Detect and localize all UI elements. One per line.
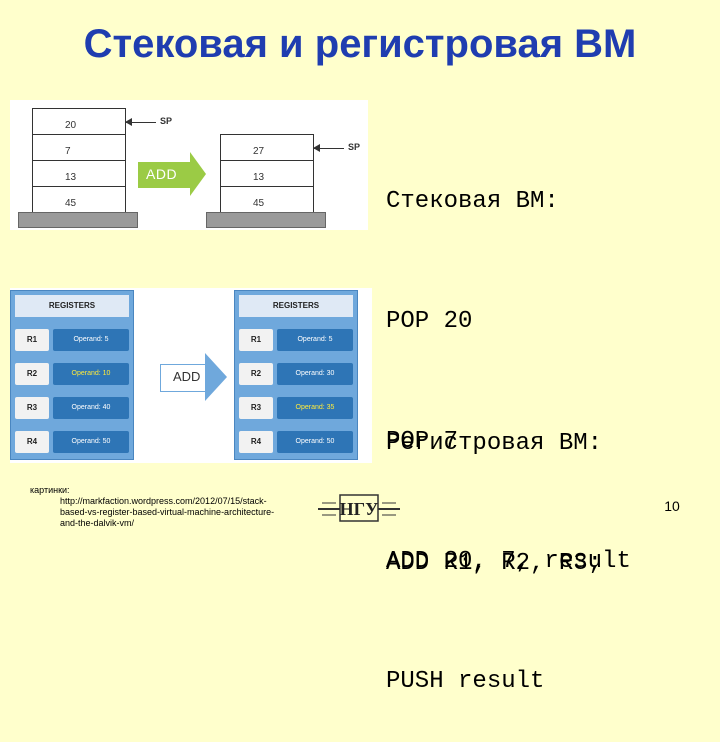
stack-base <box>206 212 326 228</box>
register-row: R1 Operand: 5 <box>15 329 129 351</box>
stack-cell: 13 <box>221 161 313 187</box>
register-value: Operand: 5 <box>53 329 129 351</box>
stack-cell: 20 <box>33 109 125 135</box>
register-name: R4 <box>15 431 49 453</box>
register-name: R4 <box>239 431 273 453</box>
add-label: ADD <box>173 369 201 384</box>
credits-url[interactable]: based-vs-register-based-virtual-machine-… <box>60 507 275 517</box>
code-line: Стековая ВМ: <box>386 188 559 215</box>
stack-base <box>18 212 138 228</box>
page-number: 10 <box>664 498 680 514</box>
register-value: Operand: 5 <box>277 329 353 351</box>
register-row: R4 Operand: 50 <box>239 431 353 453</box>
add-arrow: ADD <box>138 152 206 196</box>
register-name: R1 <box>239 329 273 351</box>
register-value: Operand: 50 <box>277 431 353 453</box>
register-value: Operand: 50 <box>53 431 129 453</box>
logo-text: НГУ <box>340 499 379 519</box>
register-name: R1 <box>15 329 49 351</box>
credits-url[interactable]: and-the-dalvik-vm/ <box>60 518 135 528</box>
slide-title: Стековая и регистровая ВМ <box>83 22 637 66</box>
register-value: Operand: 10 <box>53 363 129 385</box>
register-row: R1 Operand: 5 <box>239 329 353 351</box>
code-line: POP 20 <box>386 308 473 335</box>
register-panel-before: REGISTERS R1 Operand: 5 R2 Operand: 10 R… <box>10 290 134 460</box>
sp-label: SP <box>160 116 173 126</box>
registers-header: REGISTERS <box>239 295 353 317</box>
credits-url[interactable]: http://markfaction.wordpress.com/2012/07… <box>60 496 267 506</box>
register-row: R2 Operand: 30 <box>239 363 353 385</box>
stack-cell: 7 <box>33 135 125 161</box>
register-row: R2 Operand: 10 <box>15 363 129 385</box>
credits-label: картинки: <box>30 485 70 495</box>
register-value: Operand: 35 <box>277 397 353 419</box>
register-name: R2 <box>15 363 49 385</box>
stack-cell: 45 <box>33 187 125 213</box>
stack-after: 27 13 45 <box>220 134 314 213</box>
register-name: R3 <box>239 397 273 419</box>
register-name: R3 <box>15 397 49 419</box>
add-arrow: ADD <box>160 353 227 401</box>
image-credits: картинки: http://markfaction.wordpress.c… <box>30 485 300 529</box>
register-value: Operand: 30 <box>277 363 353 385</box>
code-line: ADD R1, R2, R3; <box>386 550 603 577</box>
add-label: ADD <box>146 166 178 182</box>
stack-cell: 13 <box>33 161 125 187</box>
register-row: R4 Operand: 50 <box>15 431 129 453</box>
register-diagram: REGISTERS R1 Operand: 5 R2 Operand: 10 R… <box>10 288 372 463</box>
registers-header: REGISTERS <box>15 295 129 317</box>
register-vm-code: Регистровая ВМ: ADD R1, R2, R3; <box>386 344 602 624</box>
stack-cell: 27 <box>221 135 313 161</box>
stack-diagram: 20 7 13 45 SP ADD 27 13 45 SP <box>10 100 368 230</box>
stack-before: 20 7 13 45 <box>32 108 126 213</box>
register-name: R2 <box>239 363 273 385</box>
sp-label: SP <box>348 142 361 152</box>
sp-pointer <box>125 118 156 126</box>
university-logo: НГУ <box>318 494 400 522</box>
register-value: Operand: 40 <box>53 397 129 419</box>
register-row: R3 Operand: 40 <box>15 397 129 419</box>
stack-cell: 45 <box>221 187 313 213</box>
register-row: R3 Operand: 35 <box>239 397 353 419</box>
code-line: Регистровая ВМ: <box>386 430 603 457</box>
code-line: PUSH result <box>386 668 545 695</box>
register-panel-after: REGISTERS R1 Operand: 5 R2 Operand: 30 R… <box>234 290 358 460</box>
code-line: POP 7 <box>386 428 459 455</box>
sp-pointer <box>313 144 344 152</box>
